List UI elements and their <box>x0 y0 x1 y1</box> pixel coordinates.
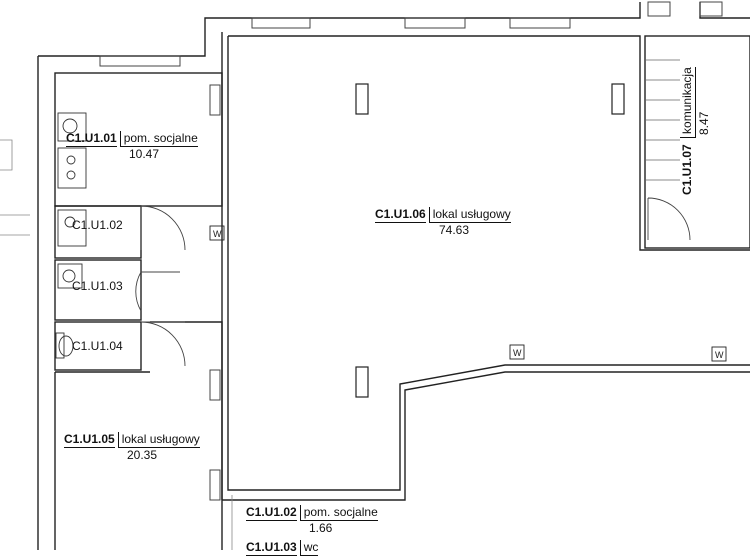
room-c1u104-wall <box>54 321 142 371</box>
room-code: C1.U1.03 <box>72 279 123 293</box>
fixtures <box>55 112 87 359</box>
room-area: 10.47 <box>129 147 160 161</box>
room-name: lokal usługowy <box>117 432 200 448</box>
room-name: lokal usługowy <box>428 207 511 223</box>
hall-wall <box>227 35 750 491</box>
exterior-detail <box>0 139 30 236</box>
riser-w-2: W <box>513 348 522 358</box>
room-area: 74.63 <box>439 223 470 237</box>
room-label-c1u102: C1.U1.02 <box>72 218 123 232</box>
legend-name: wc <box>299 540 319 556</box>
room-label-c1u103: C1.U1.03 <box>72 279 123 293</box>
room-c1u107-wall <box>644 35 750 249</box>
legend-area: 1.66 <box>309 521 333 535</box>
room-area: 8.47 <box>697 111 711 135</box>
legend-code: C1.U1.02 <box>246 505 297 521</box>
riser-w-3: W <box>715 350 724 360</box>
room-code: C1.U1.07 <box>680 144 694 195</box>
stairs <box>645 59 680 181</box>
room-c1u103-wall <box>54 259 142 321</box>
room-label-c1u104: C1.U1.04 <box>72 339 123 353</box>
riser-symbols <box>209 225 727 362</box>
outer-wall <box>38 2 750 57</box>
room-code: C1.U1.05 <box>64 432 115 448</box>
room-name: komunikacja <box>680 67 696 138</box>
hall-wall-inner <box>221 32 750 501</box>
room-code: C1.U1.06 <box>375 207 426 223</box>
columns <box>355 83 625 398</box>
room-area: 20.35 <box>127 448 158 462</box>
legend-name: pom. socjalne <box>299 505 378 521</box>
windows <box>99 1 723 501</box>
room-label-c1u107: C1.U1.07 komunikacja <box>680 67 696 195</box>
room-code: C1.U1.04 <box>72 339 123 353</box>
room-code: C1.U1.01 <box>66 131 117 147</box>
room-name: pom. socjalne <box>119 131 198 147</box>
room-area-c1u107: 8.47 <box>697 112 711 135</box>
room-code: C1.U1.02 <box>72 218 123 232</box>
riser-w-1: W <box>213 229 222 239</box>
doors <box>135 197 691 367</box>
room-c1u102-wall <box>54 205 142 259</box>
legend-code: C1.U1.03 <box>246 540 297 556</box>
